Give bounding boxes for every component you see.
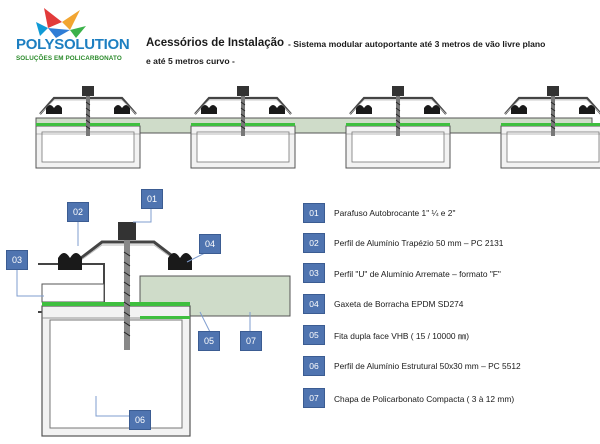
callout-02: 02 bbox=[67, 202, 89, 222]
legend-text-05: Fita dupla face VHB ( 15 / 10000 ㎜) bbox=[334, 331, 470, 341]
top-assembly-strip bbox=[34, 84, 600, 170]
callout-01: 01 bbox=[141, 189, 163, 209]
polysolution-logo bbox=[36, 8, 86, 38]
legend-num-04: 04 bbox=[303, 294, 325, 314]
page-subtitle-line1: - Sistema modular autoportante até 3 met… bbox=[288, 39, 546, 49]
callout-07: 07 bbox=[240, 331, 262, 351]
legend-text-02: Perfil de Alumínio Trapézio 50 mm – PC 2… bbox=[334, 238, 504, 248]
legend-text-04: Gaxeta de Borracha EPDM SD274 bbox=[334, 299, 464, 309]
legend-num-03: 03 bbox=[303, 263, 325, 283]
legend-num-01: 01 bbox=[303, 203, 325, 223]
legend-num-02: 02 bbox=[303, 233, 325, 253]
page-title: Acessórios de Instalação bbox=[146, 37, 285, 49]
callout-06: 06 bbox=[129, 410, 151, 430]
callout-04: 04 bbox=[199, 234, 221, 254]
legend-num-07: 07 bbox=[303, 388, 325, 408]
page-subtitle-line2: e até 5 metros curvo - bbox=[146, 56, 235, 66]
legend-text-06: Perfil de Alumínio Estrutural 50x30 mm –… bbox=[334, 361, 521, 371]
detail-assembly bbox=[16, 208, 291, 437]
brand-name: POLYSOLUTION bbox=[16, 36, 130, 53]
legend-text-07: Chapa de Policarbonato Compacta ( 3 à 12… bbox=[334, 394, 515, 404]
callout-05: 05 bbox=[198, 331, 220, 351]
legend-num-05: 05 bbox=[303, 325, 325, 345]
legend-num-06: 06 bbox=[303, 356, 325, 376]
callout-03: 03 bbox=[6, 250, 28, 270]
legend-text-03: Perfil "U" de Alumínio Arremate – format… bbox=[334, 269, 501, 279]
legend-text-01: Parafuso Autobrocante 1" ¼ e 2" bbox=[334, 208, 456, 218]
brand-tagline: SOLUÇÕES EM POLICARBONATO bbox=[16, 55, 122, 62]
